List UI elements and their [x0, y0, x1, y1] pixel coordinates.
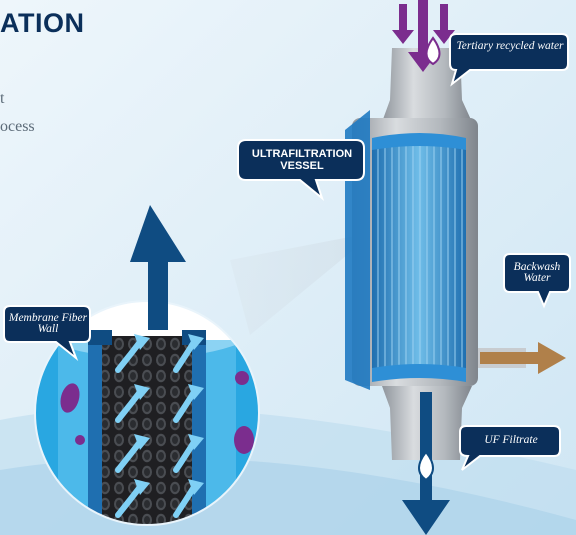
tertiary-label: Tertiary recycled water: [452, 41, 568, 52]
microbe-icon-small: [75, 435, 85, 445]
subtitle-line-1: t: [0, 90, 4, 108]
bacterium-icon-right: [234, 426, 254, 454]
subtitle-line-2: ocess: [0, 118, 35, 136]
membrane-label: Membrane Fiber Wall: [6, 313, 90, 335]
microbe-icon: [235, 371, 249, 385]
fiber-wall-right: [192, 330, 206, 530]
fiber-wall-left: [88, 330, 102, 530]
backwash-label: Backwash Water: [504, 262, 570, 284]
vessel-label: ULTRAFILTRATION VESSEL: [240, 148, 364, 172]
filtrate-label: UF Filtrate: [462, 435, 560, 446]
page-title: ATION: [0, 8, 85, 39]
fiber-bundle: [372, 142, 466, 374]
